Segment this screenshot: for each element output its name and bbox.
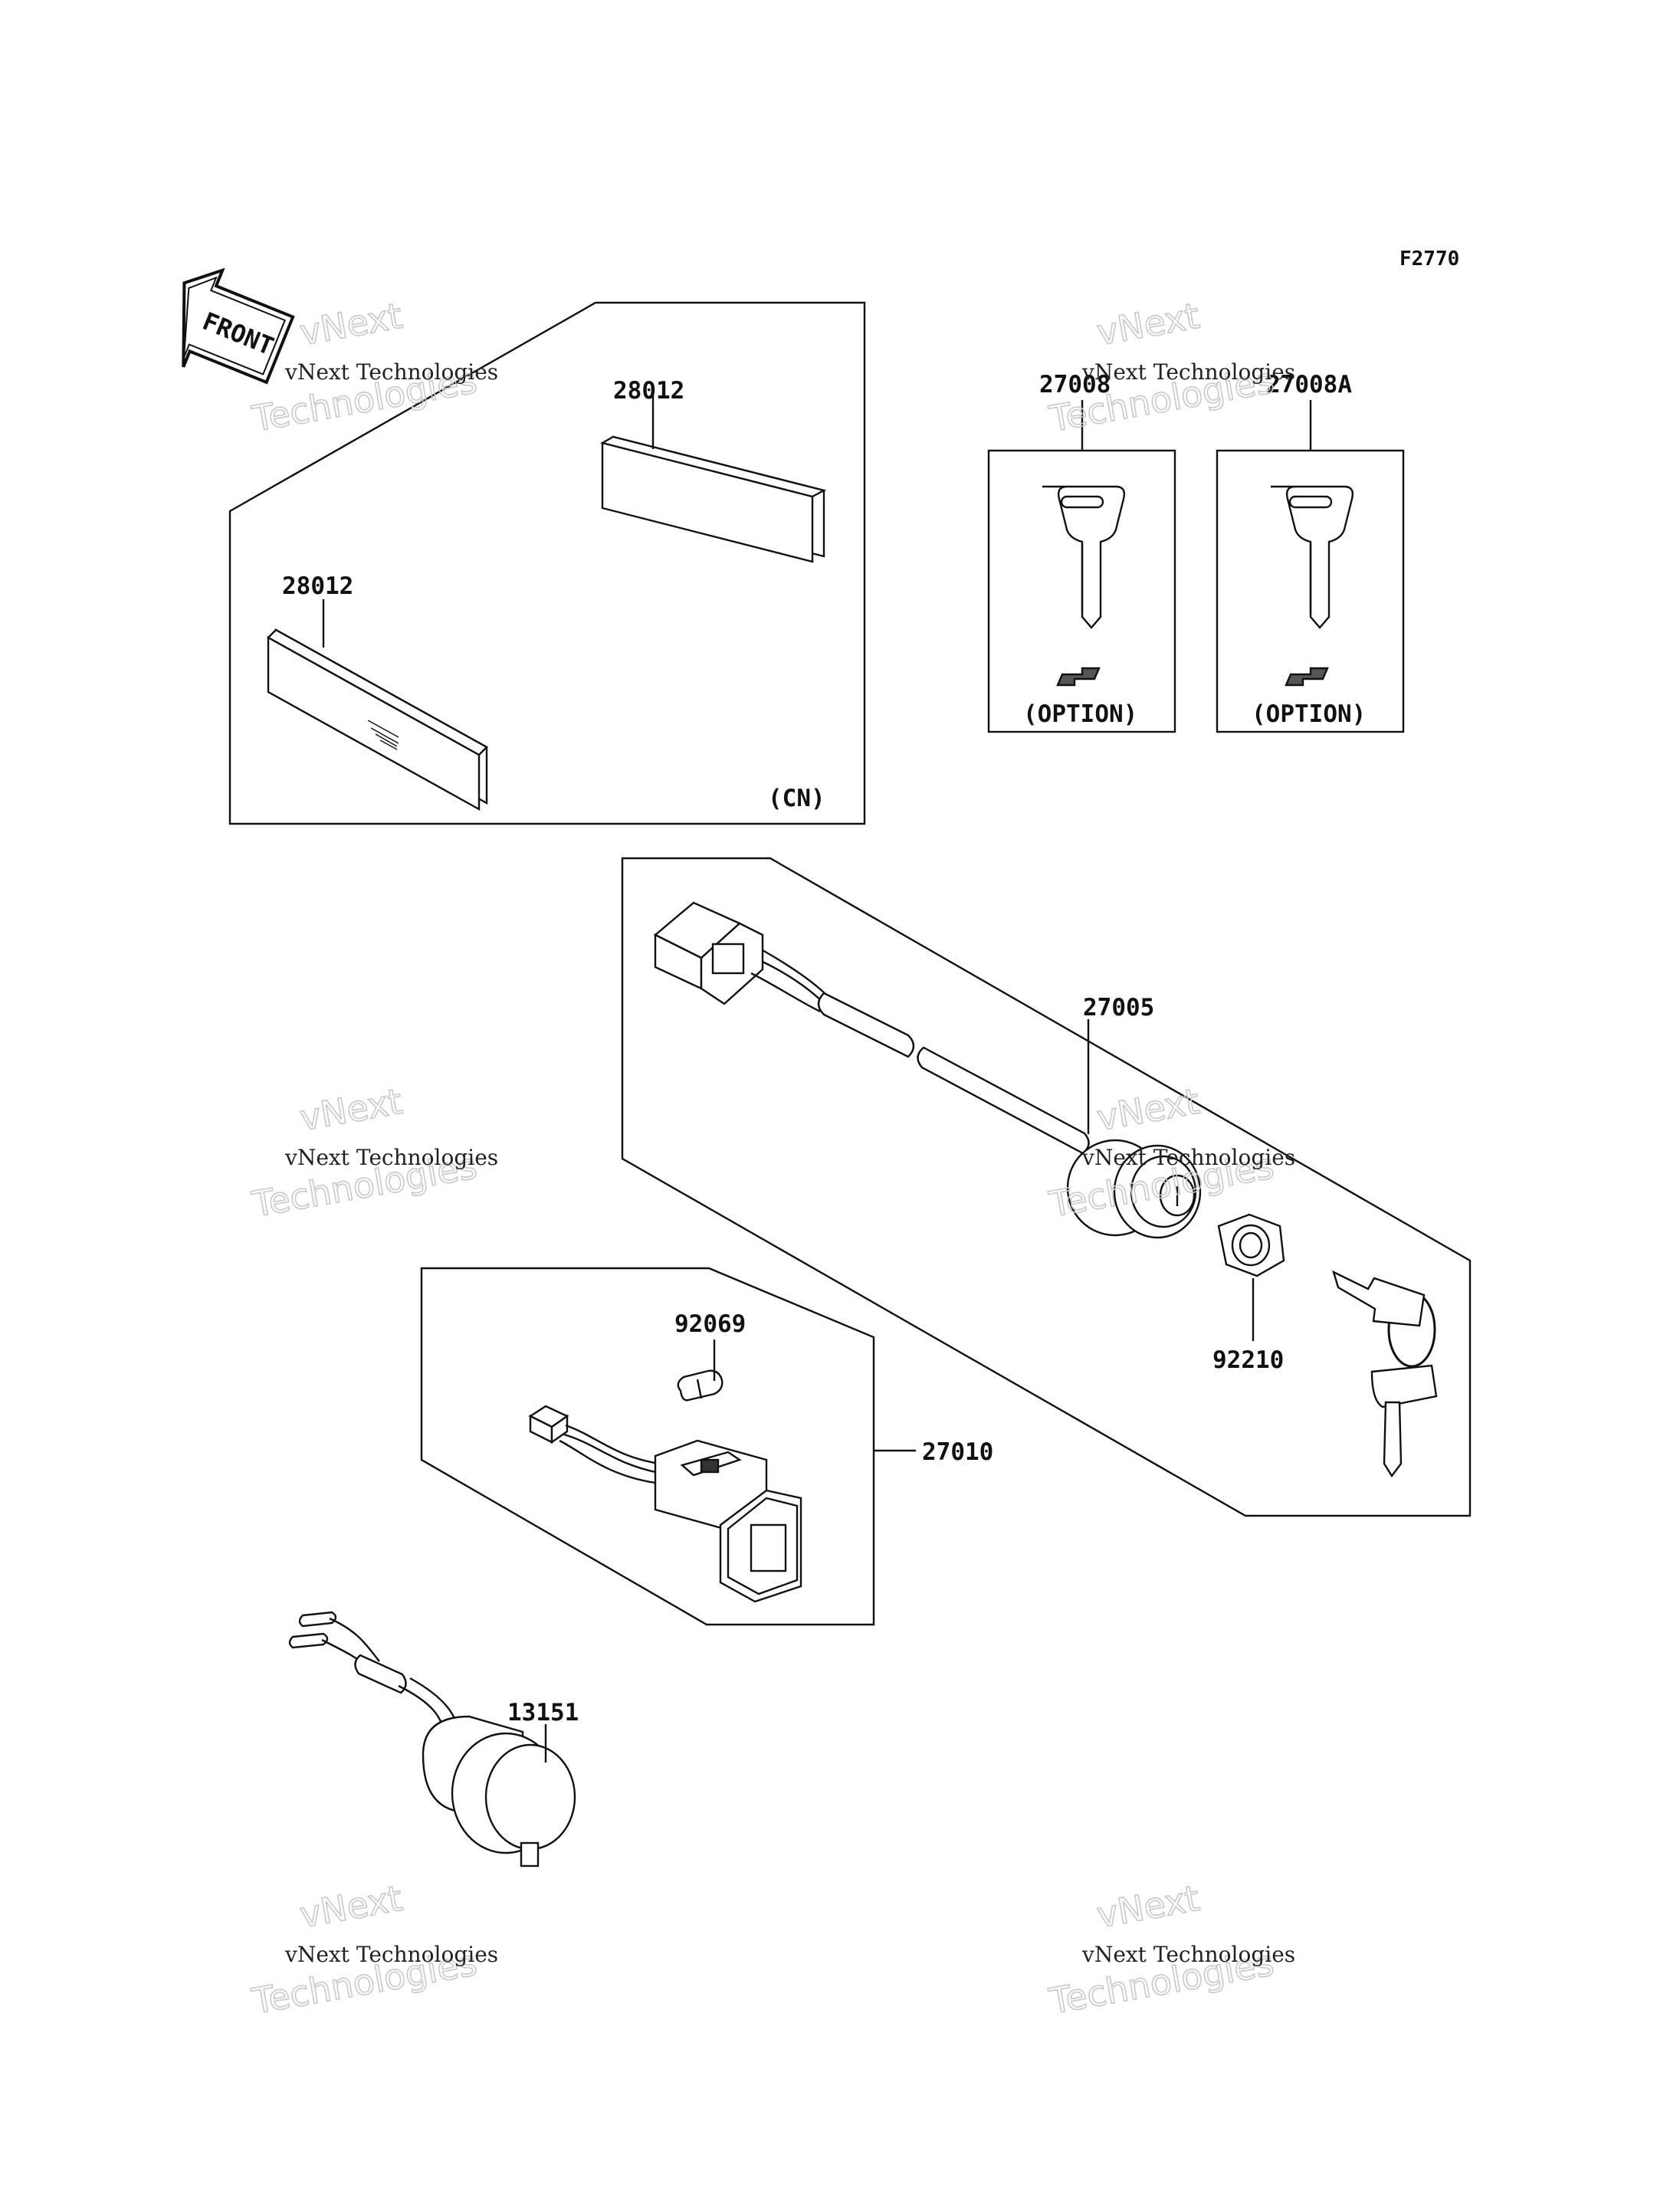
key-b-part-number: 27008A xyxy=(1266,371,1352,398)
watermark-6: vNext Technologies vNext Technologies xyxy=(1045,1877,1295,2023)
watermark-1-line2: vNext xyxy=(297,295,405,354)
watermark-2: vNext Technologies vNext Technologies xyxy=(1045,294,1295,441)
reflector-lower-part-number: 28012 xyxy=(282,572,353,600)
reflector-lower xyxy=(267,628,488,812)
watermark-5: vNext Technologies vNext Technologies xyxy=(248,1877,498,2023)
watermark-3-line1: vNext Technologies xyxy=(284,1145,498,1170)
ignition-connector xyxy=(653,901,764,1005)
ignition-switch-panel: 27005 92210 xyxy=(621,857,1472,1517)
switch-connector xyxy=(528,1405,569,1444)
watermark-5-line2: vNext xyxy=(297,1877,405,1936)
key-panel-b: 27008A (OPTION) xyxy=(1216,371,1405,733)
switch-assembly-panel: 92069 27010 xyxy=(420,1267,993,1626)
key-panel-a: 27008 (OPTION) xyxy=(987,371,1176,733)
key-a-icon xyxy=(1042,485,1126,629)
key-b-note: (OPTION) xyxy=(1252,700,1366,728)
socket-part-number: 13151 xyxy=(507,1699,579,1726)
reflector-panel-note: (CN) xyxy=(768,785,825,812)
ignition-switch-part-number: 27005 xyxy=(1083,994,1154,1021)
watermark-2-line1: vNext Technologies xyxy=(1081,359,1295,385)
bulb-part-number: 92069 xyxy=(674,1310,746,1338)
watermark-3: vNext Technologies vNext Technologies xyxy=(248,1080,498,1226)
key-a-note: (OPTION) xyxy=(1023,700,1137,728)
key-a-part-number: 27008 xyxy=(1039,371,1111,398)
watermark-1-line1: vNext Technologies xyxy=(284,359,498,385)
watermark-4-line2: vNext xyxy=(1094,1080,1203,1139)
watermark-6-line2: vNext xyxy=(1094,1877,1203,1936)
ignition-keys-icon xyxy=(1332,1270,1438,1478)
key-b-icon xyxy=(1271,485,1354,629)
watermark-4-line1: vNext Technologies xyxy=(1081,1145,1295,1170)
reflector-panel: 28012 28012 (CN) xyxy=(228,301,866,825)
nut-part-number: 92210 xyxy=(1212,1346,1284,1374)
socket-icon xyxy=(288,1611,576,1867)
diagram-code: F2770 xyxy=(1399,248,1459,271)
ignition-switch-body xyxy=(1066,1139,1202,1239)
reflector-upper xyxy=(599,435,827,563)
reflector-upper-part-number: 28012 xyxy=(613,377,684,405)
watermark-5-line1: vNext Technologies xyxy=(284,1942,498,1967)
watermark-3-line2: vNext xyxy=(297,1080,405,1139)
front-direction-arrow-icon: FRONT xyxy=(182,267,295,385)
bulb-icon xyxy=(677,1369,724,1402)
switch-body xyxy=(654,1439,802,1603)
watermark-6-line1: vNext Technologies xyxy=(1081,1942,1295,1967)
watermark-4: vNext Technologies vNext Technologies xyxy=(1045,1080,1295,1226)
switch-assembly-part-number: 27010 xyxy=(922,1438,993,1466)
ignition-nut xyxy=(1217,1213,1285,1277)
watermark-2-line2: vNext xyxy=(1094,295,1203,354)
